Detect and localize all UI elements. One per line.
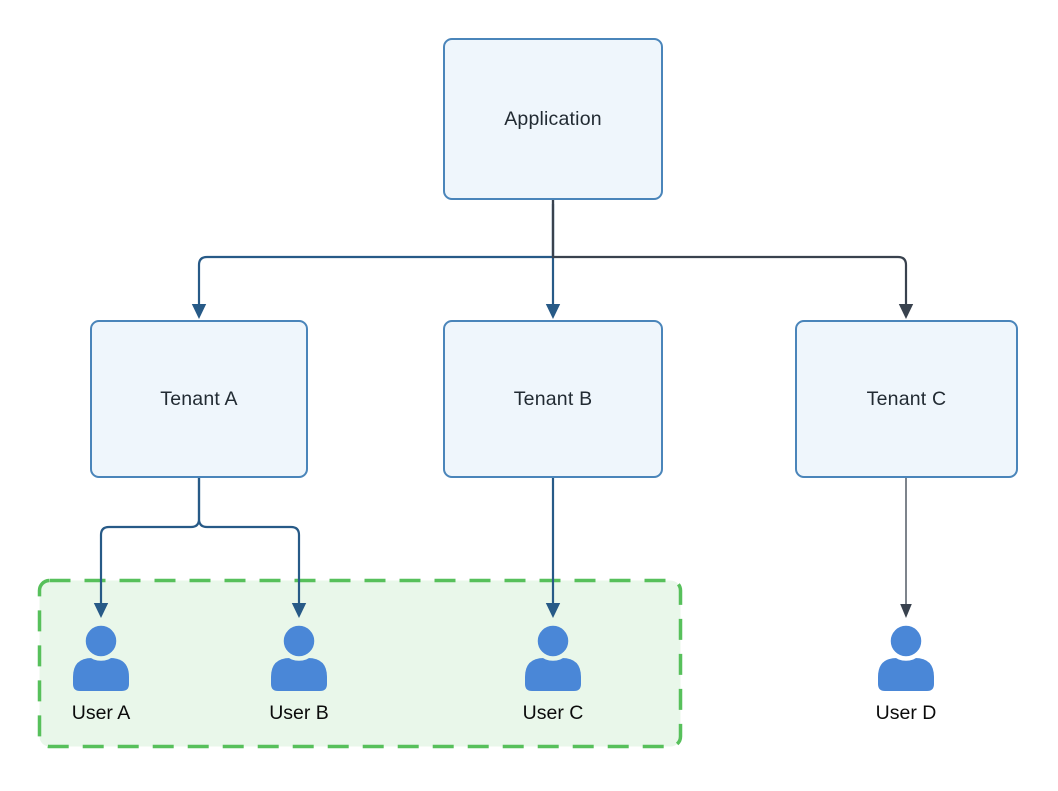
user-d-icon: [878, 621, 934, 691]
arrowhead-icon: [545, 603, 561, 618]
user-b-icon: [271, 621, 327, 691]
arrowhead-icon: [291, 603, 307, 618]
node-tenant-a: Tenant A: [90, 320, 308, 478]
user-c-icon: [525, 621, 581, 691]
user-b-label: User B: [269, 702, 329, 724]
user-d-label: User D: [875, 702, 937, 724]
edge-tenant-a-user-b: [197, 478, 307, 618]
arrowhead-icon: [191, 304, 207, 319]
user-a-icon: [73, 621, 129, 691]
arrowhead-icon: [93, 603, 109, 618]
node-application: Application: [443, 38, 663, 200]
node-tenant-c-label: Tenant C: [866, 387, 947, 410]
edge-application-tenant-c: [551, 200, 914, 319]
edge-application-tenant-a: [191, 200, 555, 319]
edge-tenant-c-user-d: [900, 478, 912, 618]
arrowhead-icon: [900, 604, 912, 618]
node-tenant-c: Tenant C: [795, 320, 1018, 478]
arrowhead-icon: [545, 304, 561, 319]
user-a-label: User A: [71, 702, 131, 724]
node-tenant-b-label: Tenant B: [513, 387, 593, 410]
node-application-label: Application: [504, 107, 602, 130]
node-tenant-a-label: Tenant A: [160, 387, 238, 410]
arrowhead-icon: [898, 304, 914, 319]
shared-users-group-outline: [37, 578, 683, 749]
node-tenant-b: Tenant B: [443, 320, 663, 478]
edge-tenant-b-user-c: [545, 478, 561, 618]
user-c-label: User C: [522, 702, 584, 724]
